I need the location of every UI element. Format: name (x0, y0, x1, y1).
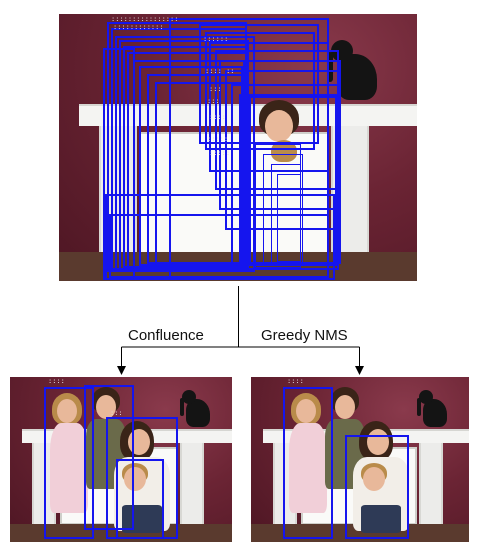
right-arrowhead (355, 366, 364, 375)
detection-box (127, 52, 247, 270)
input-detections-photo: :::::::::::::::: :::::::::::: :::::: :::… (59, 14, 417, 281)
detection-box (205, 32, 315, 150)
person-box-1 (44, 387, 94, 539)
elephant-figurine (327, 40, 377, 100)
greedy-nms-label: Greedy NMS (261, 327, 348, 344)
elephant-figurine (180, 390, 210, 427)
detection-box (277, 174, 301, 262)
confluence-label: Confluence (128, 327, 204, 344)
confluence-result-photo: :::: ::: (10, 377, 232, 542)
detection-box (109, 214, 329, 278)
person-box-4 (116, 459, 164, 539)
detection-box (105, 194, 335, 280)
elephant-figurine (417, 390, 447, 427)
detection-box (239, 94, 339, 270)
left-arrowhead (117, 366, 126, 375)
person-box-2 (345, 435, 409, 539)
detection-box (115, 36, 255, 272)
detection-box (263, 154, 303, 266)
greedy-nms-result-photo: :::: (251, 377, 469, 542)
person-box-1 (283, 387, 333, 539)
person-box-2 (84, 385, 134, 530)
